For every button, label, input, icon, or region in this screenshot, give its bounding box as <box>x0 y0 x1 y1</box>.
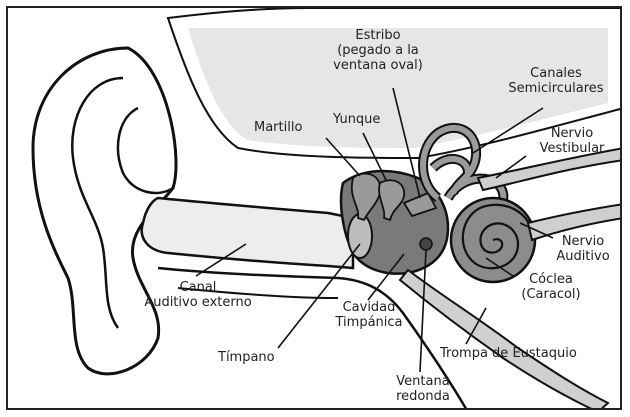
label-canal-auditivo-externo: Canal Auditivo externo <box>128 280 268 310</box>
label-canales-semicirculares: Canales Semicirculares <box>498 66 614 96</box>
label-canales-line1: Canales <box>498 66 614 81</box>
label-cavidad-line1: Cavidad <box>324 300 414 315</box>
label-estribo-line2: (pegado a la <box>313 43 443 58</box>
label-estribo: Estribo (pegado a la ventana oval) <box>313 28 443 73</box>
label-canal-line1: Canal <box>128 280 268 295</box>
label-estribo-line3: ventana oval) <box>313 58 443 73</box>
ear-canal <box>142 198 353 268</box>
label-nervio-auditivo-line2: Auditivo <box>548 249 618 264</box>
eardrum <box>348 214 372 258</box>
label-yunque: Yunque <box>333 112 380 127</box>
label-canales-line2: Semicirculares <box>498 81 614 96</box>
label-coclea-line1: Cóclea <box>506 272 596 287</box>
round-window <box>420 238 432 250</box>
label-coclea-line2: (Caracol) <box>506 287 596 302</box>
label-timpano: Tímpano <box>218 350 275 365</box>
label-coclea: Cóclea (Caracol) <box>506 272 596 302</box>
label-cavidad-line2: Timpánica <box>324 315 414 330</box>
label-nervio-auditivo: Nervio Auditivo <box>548 234 618 264</box>
label-trompa-de-eustaquio: Trompa de Eustaquio <box>440 346 577 361</box>
label-ventana-line1: Ventana <box>378 374 468 389</box>
diagram-frame: Estribo (pegado a la ventana oval) Canal… <box>6 6 622 410</box>
label-nervio-vestibular-line1: Nervio <box>524 126 620 141</box>
label-nervio-auditivo-line1: Nervio <box>548 234 618 249</box>
label-martillo: Martillo <box>254 120 302 135</box>
label-canal-line2: Auditivo externo <box>128 295 268 310</box>
label-ventana-line2: redonda <box>378 389 468 404</box>
label-nervio-vestibular: Nervio Vestibular <box>524 126 620 156</box>
label-cavidad-timpanica: Cavidad Timpánica <box>324 300 414 330</box>
label-estribo-line1: Estribo <box>313 28 443 43</box>
label-ventana-redonda: Ventana redonda <box>378 374 468 404</box>
label-nervio-vestibular-line2: Vestibular <box>524 141 620 156</box>
